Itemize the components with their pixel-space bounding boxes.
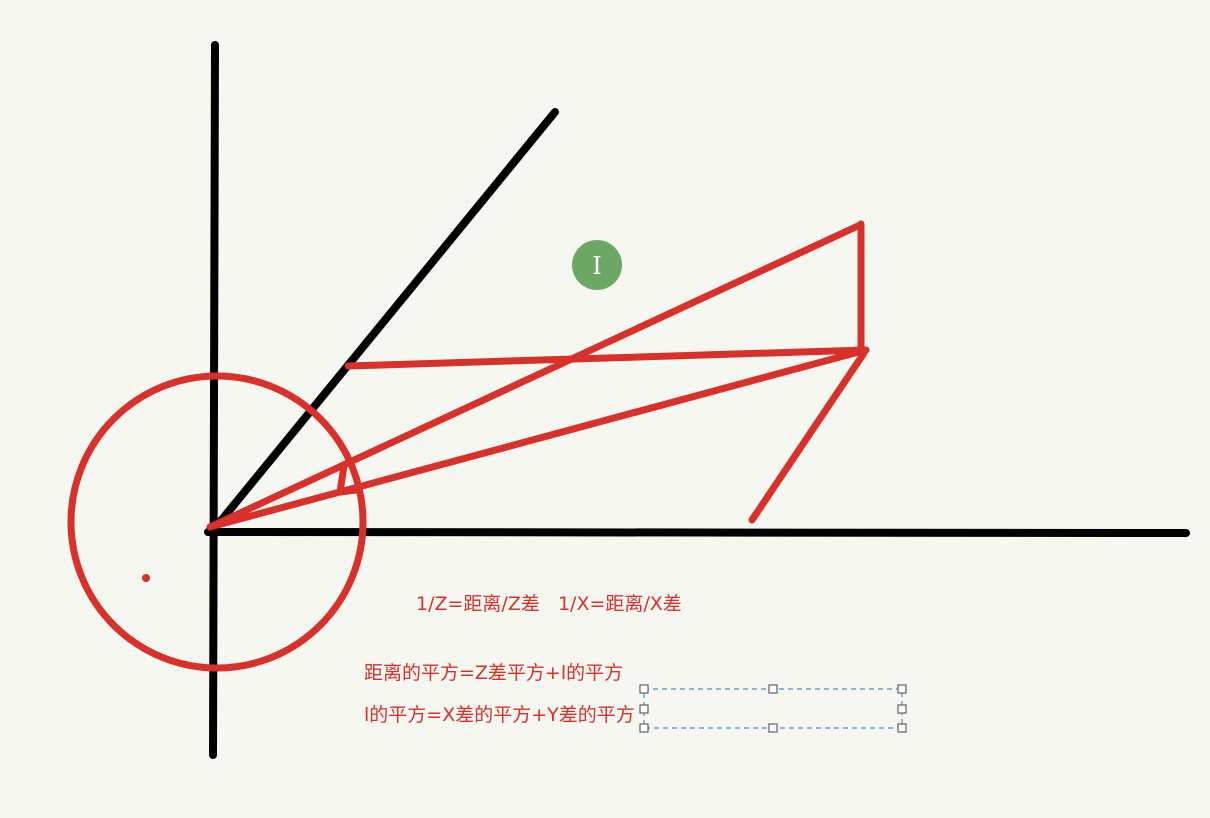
- resize-handle[interactable]: [639, 723, 649, 733]
- slanted-foot-line: [748, 349, 868, 524]
- vertical-axis: [209, 41, 219, 759]
- circle: [67, 372, 367, 672]
- line-origin-to-top-point: [206, 221, 864, 531]
- svg-text:I: I: [592, 252, 601, 280]
- horizontal-axis: [204, 528, 1190, 537]
- resize-handle[interactable]: [639, 704, 649, 714]
- right-angle-marker: [336, 462, 360, 496]
- selection-box[interactable]: [639, 684, 907, 733]
- text-cursor-icon: I: [572, 240, 622, 290]
- resize-handle[interactable]: [768, 723, 778, 733]
- resize-handle[interactable]: [897, 704, 907, 714]
- resize-handle[interactable]: [897, 723, 907, 733]
- formula-l-squared: l的平方=X差的平方+Y差的平方: [364, 704, 635, 726]
- resize-handle[interactable]: [639, 684, 649, 694]
- formula-ratio: 1/Z=距离/Z差 1/X=距离/X差: [416, 593, 682, 615]
- resize-handle[interactable]: [768, 684, 778, 694]
- horizontal-red-line: [344, 346, 870, 370]
- formula-distance-squared: 距离的平方=Z差平方+l的平方: [364, 662, 623, 684]
- resize-handle[interactable]: [897, 684, 907, 694]
- diagonal-axis: [211, 108, 559, 532]
- line-origin-to-right-point: [206, 346, 870, 531]
- dot: [142, 574, 150, 582]
